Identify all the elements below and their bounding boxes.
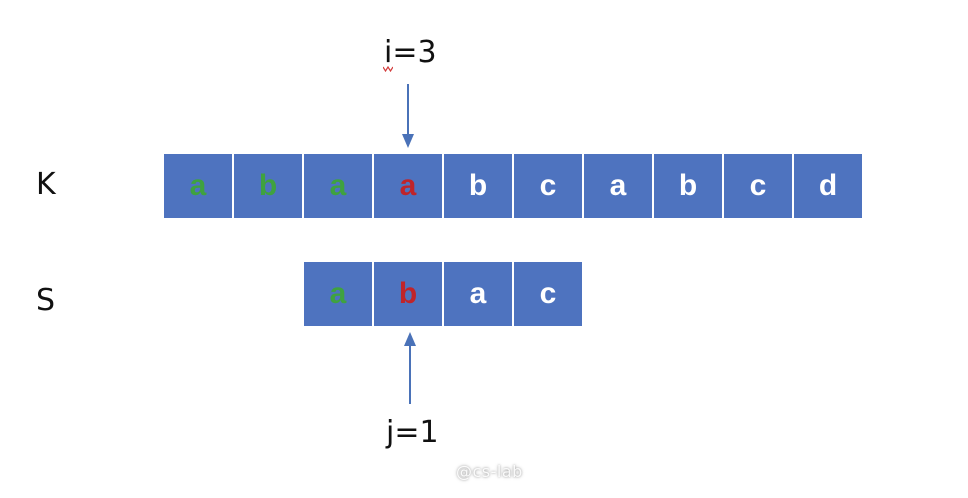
cell-k-3: a	[374, 154, 442, 218]
cell-k-0: a	[164, 154, 232, 218]
cell-char: d	[818, 169, 838, 202]
pointer-i-label: i=3	[384, 35, 437, 70]
pointer-j-label: j=1	[386, 415, 439, 450]
row-label-s: S	[36, 283, 56, 318]
pointer-j-arrow	[404, 332, 416, 404]
cell-char: a	[469, 277, 487, 310]
spellcheck-squiggle	[383, 66, 393, 72]
cell-char: b	[398, 277, 418, 310]
cell-char: b	[678, 169, 698, 202]
cell-char: b	[468, 169, 488, 202]
cell-s-1: b	[374, 262, 442, 326]
row-label-k: K	[36, 167, 56, 202]
watermark: @cs-lab	[456, 462, 523, 481]
cell-char: b	[258, 169, 278, 202]
cell-s-3: c	[514, 262, 582, 326]
cell-char: a	[329, 277, 347, 310]
cell-k-7: b	[654, 154, 722, 218]
cell-k-1: b	[234, 154, 302, 218]
cell-s-2: a	[444, 262, 512, 326]
cell-char: a	[189, 169, 207, 202]
pointer-i-arrow	[402, 84, 414, 148]
cell-k-4: b	[444, 154, 512, 218]
cell-char: c	[539, 169, 557, 202]
cell-k-9: d	[794, 154, 862, 218]
cell-char: a	[399, 169, 417, 202]
cell-char: c	[749, 169, 767, 202]
cell-char: a	[329, 169, 347, 202]
cell-s-0: a	[304, 262, 372, 326]
cell-k-6: a	[584, 154, 652, 218]
cell-k-2: a	[304, 154, 372, 218]
cell-char: a	[609, 169, 627, 202]
cell-char: c	[539, 277, 557, 310]
cell-k-5: c	[514, 154, 582, 218]
cell-k-8: c	[724, 154, 792, 218]
